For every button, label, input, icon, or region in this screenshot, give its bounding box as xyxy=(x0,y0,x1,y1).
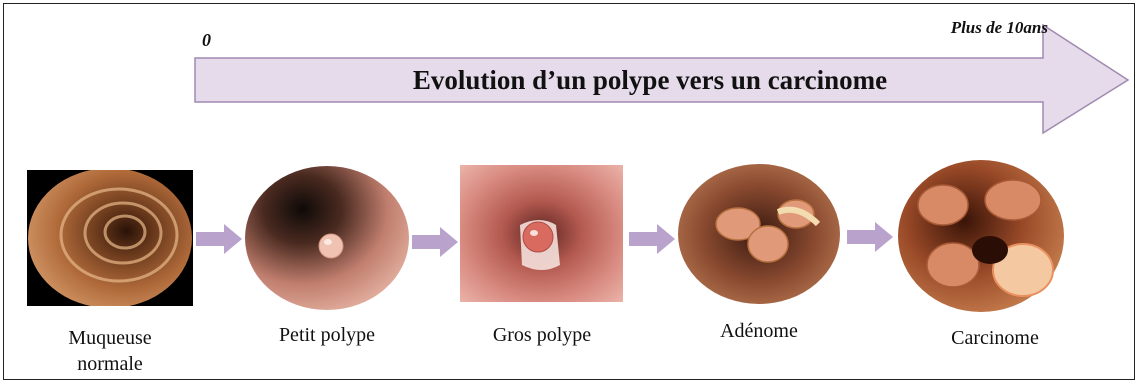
endoscopy-image-large-polyp xyxy=(460,165,623,302)
step-arrow-1 xyxy=(196,224,242,254)
timeline-start-label: 0 xyxy=(202,30,211,51)
stage-label-adenoma: Adénome xyxy=(672,318,846,344)
timeline-end-label: Plus de 10ans xyxy=(890,18,1048,38)
endoscopy-image-adenoma xyxy=(678,164,841,305)
stage-label-normal-mucosa: Muqueuse normale xyxy=(30,325,190,377)
endoscopy-image-small-polyp xyxy=(245,166,409,310)
endoscopy-image-carcinoma xyxy=(898,160,1064,312)
stage-label-carcinoma: Carcinome xyxy=(905,325,1085,351)
timeline-title: Evolution d’un polype vers un carcinome xyxy=(195,65,1105,96)
endoscopy-image-normal-mucosa xyxy=(27,170,193,306)
step-arrow-4 xyxy=(847,222,893,252)
stage-label-small-polyp: Petit polype xyxy=(245,322,409,348)
step-arrow-2 xyxy=(412,227,458,257)
stage-label-large-polyp: Gros polype xyxy=(455,322,629,348)
step-arrow-3 xyxy=(629,224,675,254)
